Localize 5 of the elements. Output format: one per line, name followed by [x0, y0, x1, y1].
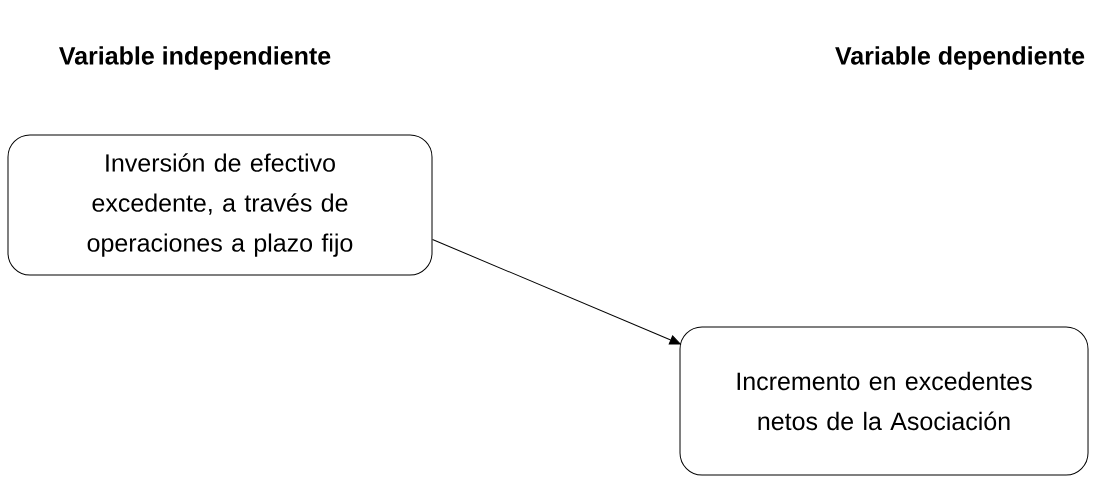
arrow — [432, 239, 681, 345]
column-heading: Variable independiente — [59, 46, 331, 70]
process-box: Inversión de efectivo excedente, a través de operaciones a plazo fijo — [7, 134, 433, 276]
process-box: Incremento en excedentes netos de la Asociación — [679, 326, 1089, 476]
column-heading: Variable dependiente — [835, 46, 1085, 70]
